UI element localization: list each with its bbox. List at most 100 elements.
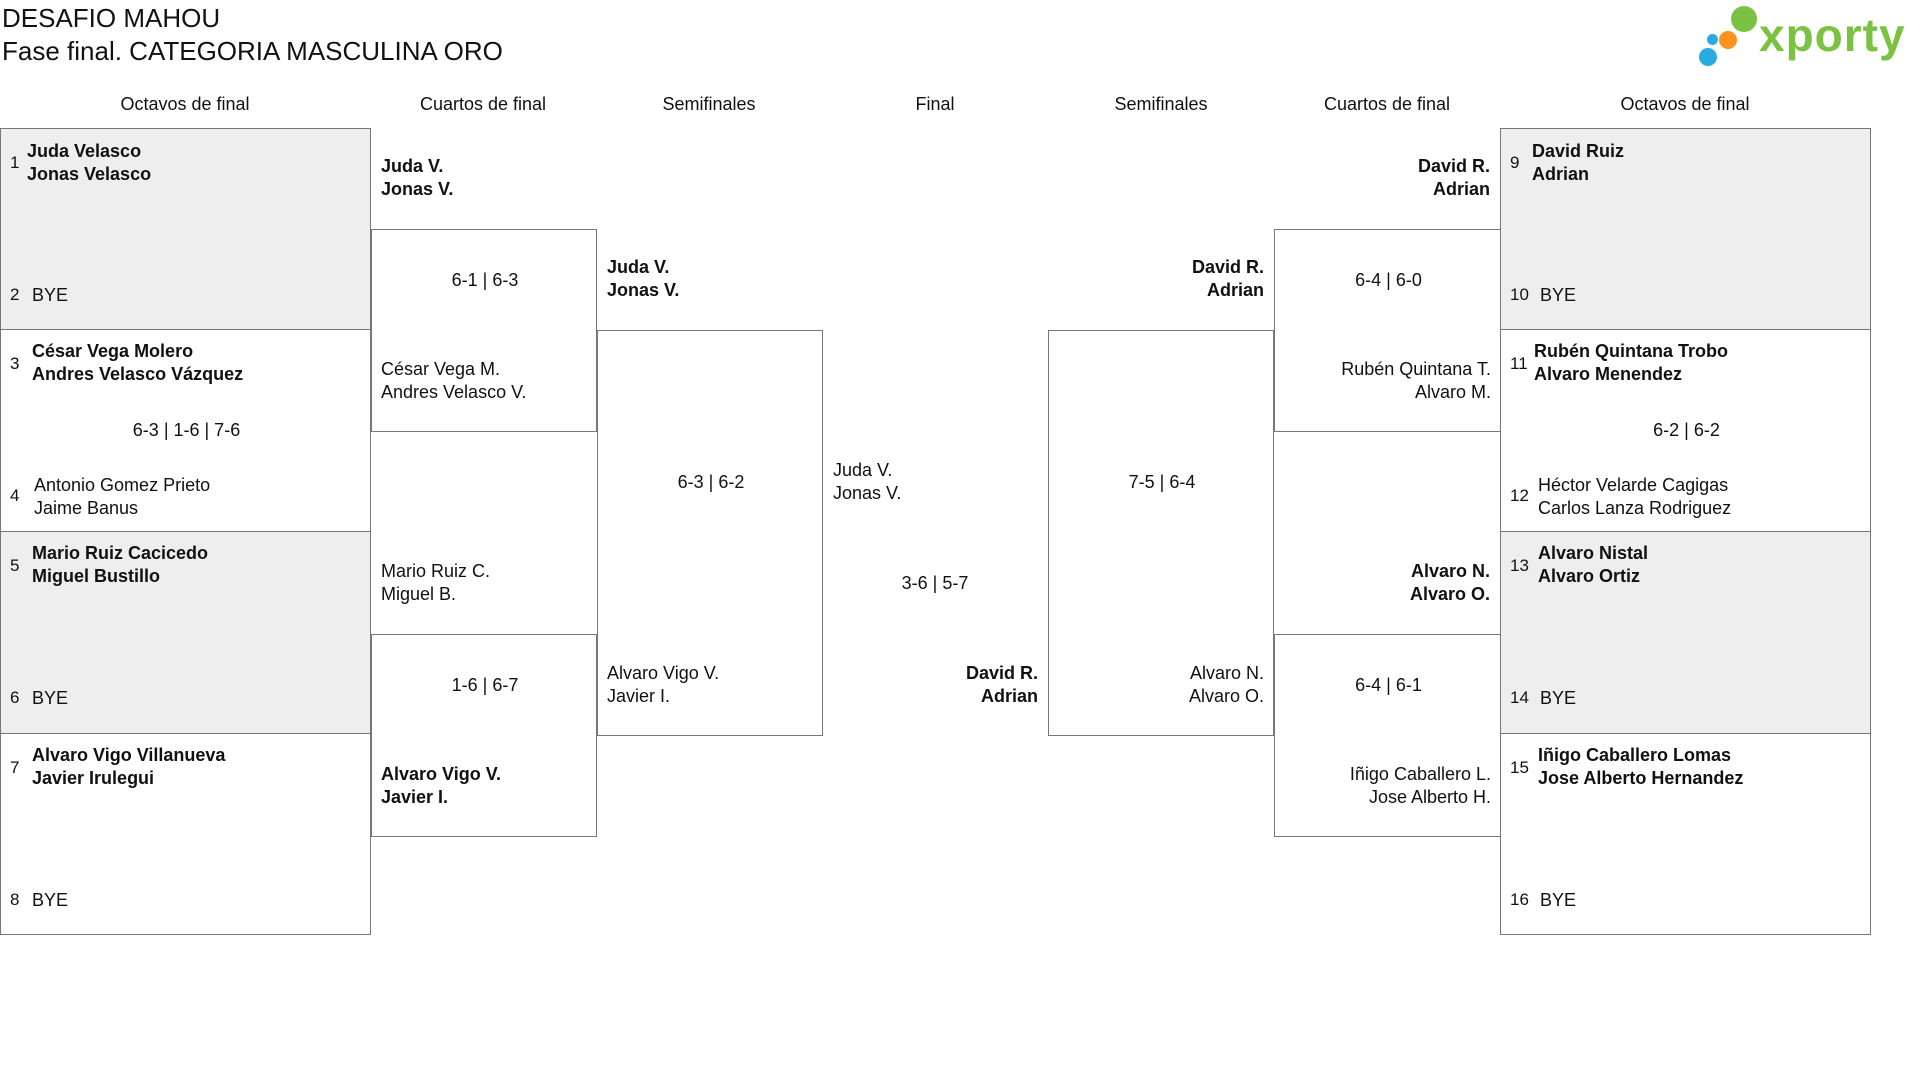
player-name: Carlos Lanza Rodriguez — [1538, 498, 1732, 518]
logo-dot-blue — [1699, 48, 1717, 66]
seed-number: 9 — [1510, 153, 1520, 172]
seed-number: 4 — [10, 486, 20, 505]
player-name: Jonas V. — [381, 179, 454, 199]
round-header-left-octavos: Octavos de final — [120, 94, 250, 114]
round-header-right-octavos: Octavos de final — [1620, 94, 1750, 114]
player-name: David R. — [1191, 257, 1264, 277]
match-box-left-octavos-2: 3 César Vega Molero Andres Velasco Vázqu… — [0, 329, 371, 532]
player-name: Alvaro O. — [1409, 584, 1490, 604]
player-name: Alvaro Nistal — [1538, 543, 1649, 563]
round-header-left-semis: Semifinales — [662, 94, 756, 114]
player-name: Jonas V. — [833, 483, 902, 503]
seed-number: 14 — [1510, 688, 1529, 707]
player-name: BYE — [1540, 688, 1577, 708]
player-name: Alvaro O. — [1188, 686, 1264, 706]
page-title: DESAFIO MAHOU — [2, 3, 221, 33]
player-name: Mario Ruiz C. — [381, 561, 491, 581]
player-name: César Vega Molero — [32, 341, 194, 361]
match-score: 1-6 | 6-7 — [451, 675, 519, 695]
player-name: Juda Velasco — [27, 141, 142, 161]
player-name: Juda V. — [381, 156, 444, 176]
player-name: Alvaro Vigo V. — [381, 764, 502, 784]
player-name: Juda V. — [833, 460, 893, 480]
match-box-left-octavos-3: 5 Mario Ruiz Cacicedo Miguel Bustillo 6 … — [0, 531, 371, 734]
player-name: Jose Alberto Hernandez — [1538, 768, 1744, 788]
player-name: Jonas Velasco — [27, 164, 152, 184]
seed-number: 11 — [1510, 354, 1528, 373]
seed-number: 5 — [10, 556, 20, 575]
round-header-final: Final — [915, 94, 955, 114]
match-connector-right-semis: 7-5 | 6-4 Alvaro N. Alvaro O. — [1048, 330, 1274, 736]
match-score: 6-1 | 6-3 — [451, 270, 519, 290]
player-name: David R. — [1417, 156, 1490, 176]
player-name: BYE — [1540, 285, 1577, 305]
player-name: Iñigo Caballero L. — [1349, 764, 1491, 784]
match-score: 6-4 | 6-1 — [1355, 675, 1422, 695]
seed-number: 10 — [1510, 285, 1529, 304]
player-name: David Ruiz — [1532, 141, 1625, 161]
player-name: Alvaro Vigo V. — [607, 663, 720, 683]
page-subtitle: Fase final. CATEGORIA MASCULINA ORO — [2, 36, 503, 66]
player-name: Adrian — [1432, 179, 1490, 199]
match-score: 7-5 | 6-4 — [1128, 472, 1196, 492]
player-name: Iñigo Caballero Lomas — [1538, 745, 1732, 765]
match-connector-left-cuartos-1: 6-1 | 6-3 César Vega M. Andres Velasco V… — [371, 229, 597, 432]
player-name: BYE — [32, 688, 69, 708]
player-name: Alvaro Ortiz — [1538, 566, 1641, 586]
match-connector-left-cuartos-2: 1-6 | 6-7 Alvaro Vigo V. Javier I. — [371, 634, 597, 837]
round-header-right-cuartos: Cuartos de final — [1323, 94, 1451, 114]
seed-number: 2 — [10, 285, 20, 304]
player-name: BYE — [32, 890, 69, 910]
player-name: Miguel B. — [381, 584, 457, 604]
match-score: 6-2 | 6-2 — [1653, 420, 1720, 440]
round-header-left-cuartos: Cuartos de final — [419, 94, 547, 114]
player-name: Rubén Quintana T. — [1341, 359, 1491, 379]
final-score: 3-6 | 5-7 — [901, 573, 969, 593]
match-box-right-octavos-2: 11 Rubén Quintana Trobo Alvaro Menendez … — [1500, 329, 1871, 532]
seed-number: 1 — [10, 153, 20, 172]
seed-number: 7 — [10, 758, 20, 777]
player-name: Jonas V. — [607, 280, 680, 300]
player-name: Andres Velasco Vázquez — [32, 364, 244, 384]
player-name: BYE — [1540, 890, 1577, 910]
seed-number: 13 — [1510, 556, 1529, 575]
player-name: Jose Alberto H. — [1368, 787, 1491, 807]
player-name: Alvaro N. — [1410, 561, 1490, 581]
logo-dot-green — [1731, 6, 1757, 32]
player-name: Alvaro Vigo Villanueva — [32, 745, 226, 765]
match-connector-right-cuartos-1: 6-4 | 6-0 Rubén Quintana T. Alvaro M. — [1274, 229, 1501, 432]
round-header-right-semis: Semifinales — [1114, 94, 1208, 114]
seed-number: 16 — [1510, 890, 1529, 909]
match-box-left-octavos-4: 7 Alvaro Vigo Villanueva Javier Irulegui… — [0, 733, 371, 935]
player-name: Andres Velasco V. — [381, 382, 527, 402]
player-name: BYE — [32, 285, 69, 305]
seed-number: 6 — [10, 688, 20, 707]
player-name: Javier I. — [607, 686, 671, 706]
player-name: Miguel Bustillo — [32, 566, 160, 586]
player-name: David R. — [965, 663, 1038, 683]
player-name: Adrian — [1206, 280, 1264, 300]
player-name: Héctor Velarde Cagigas — [1538, 475, 1729, 495]
seed-number: 12 — [1510, 486, 1529, 505]
match-connector-left-semis: 6-3 | 6-2 Alvaro Vigo V. Javier I. — [597, 330, 823, 736]
player-name: César Vega M. — [381, 359, 501, 379]
logo-dot-blue-small — [1707, 34, 1718, 45]
match-score: 6-3 | 1-6 | 7-6 — [132, 420, 241, 440]
logo-text: xporty — [1759, 9, 1906, 61]
player-name: Javier I. — [381, 787, 449, 807]
player-name: Alvaro M. — [1414, 382, 1491, 402]
seed-number: 15 — [1510, 758, 1529, 777]
player-name: Alvaro Menendez — [1534, 364, 1683, 384]
xporty-logo: xporty — [1695, 4, 1919, 70]
player-name: Juda V. — [607, 257, 670, 277]
player-name: Javier Irulegui — [32, 768, 155, 788]
player-name: Alvaro N. — [1189, 663, 1264, 683]
match-score: 6-3 | 6-2 — [677, 472, 745, 492]
player-name: Adrian — [1532, 164, 1590, 184]
seed-number: 3 — [10, 354, 20, 373]
seed-number: 8 — [10, 890, 20, 909]
player-name: Jaime Banus — [34, 498, 139, 518]
match-connector-right-cuartos-2: 6-4 | 6-1 Iñigo Caballero L. Jose Albert… — [1274, 634, 1501, 837]
logo-dot-orange — [1719, 31, 1737, 49]
player-name: Antonio Gomez Prieto — [34, 475, 211, 495]
